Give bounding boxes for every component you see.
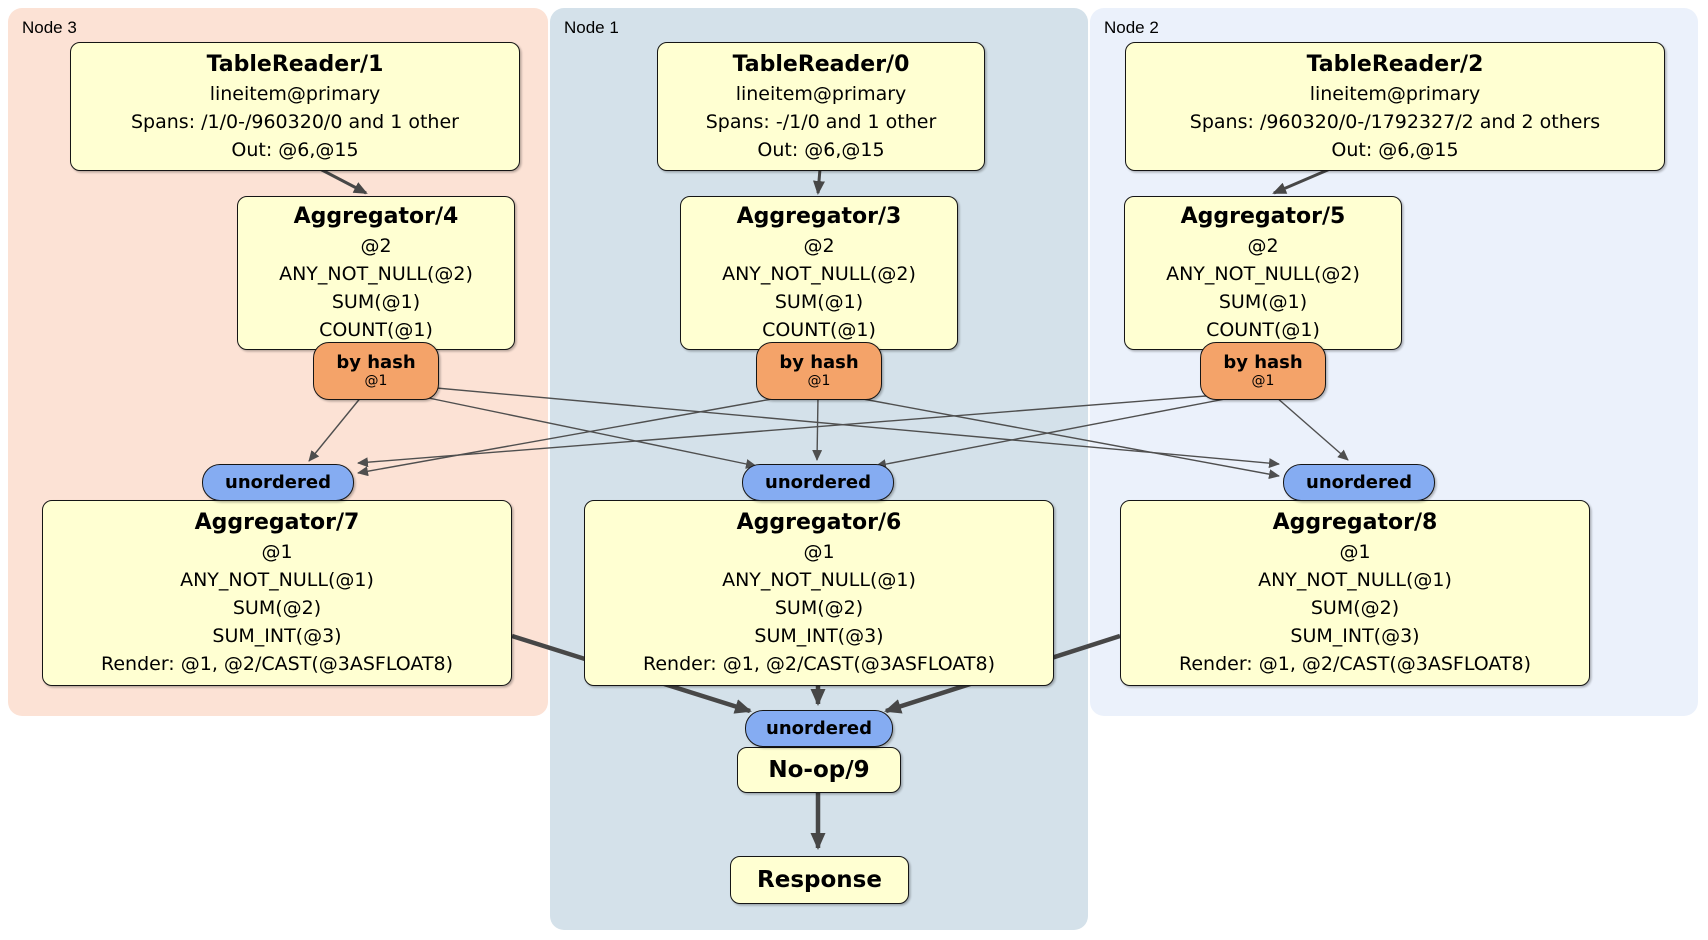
box-line: SUM(@2) <box>232 597 322 619</box>
box-line: Render: @1, @2/CAST(@3ASFLOAT8) <box>101 653 453 675</box>
box-title: TableReader/2 <box>1306 51 1484 77</box>
box-line: @1 <box>1339 541 1371 563</box>
stream-label: unordered <box>225 472 331 493</box>
router-label: by hash <box>779 352 859 373</box>
hash-router: by hash @1 <box>1200 342 1326 400</box>
region-label: Node 2 <box>1104 18 1159 37</box>
box-title: Aggregator/6 <box>736 510 902 535</box>
box-title: TableReader/0 <box>732 51 910 77</box>
region-label: Node 1 <box>564 18 619 37</box>
box-line: lineitem@primary <box>735 82 907 105</box>
box-line: ANY_NOT_NULL(@2) <box>279 263 473 285</box>
box-line: Spans: /960320/0-/1792327/2 and 2 others <box>1189 110 1601 133</box>
aggregator-box: Aggregator/3 @2 ANY_NOT_NULL(@2) SUM(@1)… <box>680 196 958 350</box>
box-line: SUM(@1) <box>774 291 864 313</box>
noop-box: No-op/9 <box>737 747 901 793</box>
box-line: SUM_INT(@3) <box>754 625 884 647</box>
box-title: Aggregator/8 <box>1272 510 1438 535</box>
box-line: COUNT(@1) <box>762 319 876 341</box>
box-line: ANY_NOT_NULL(@1) <box>180 569 374 591</box>
box-title: Aggregator/5 <box>1180 204 1346 229</box>
box-line: @1 <box>803 541 835 563</box>
box-line: Out: @6,@15 <box>757 138 885 161</box>
box-line: ANY_NOT_NULL(@2) <box>722 263 916 285</box>
box-line: ANY_NOT_NULL(@2) <box>1166 263 1360 285</box>
box-line: ANY_NOT_NULL(@1) <box>722 569 916 591</box>
box-line: Out: @6,@15 <box>1331 138 1459 161</box>
stream-label: unordered <box>1306 472 1412 493</box>
box-line: COUNT(@1) <box>1206 319 1320 341</box>
box-title: Aggregator/4 <box>293 204 459 229</box>
box-line: Spans: -/1/0 and 1 other <box>705 110 937 133</box>
box-line: Out: @6,@15 <box>231 138 359 161</box>
aggregator-box: Aggregator/8 @1 ANY_NOT_NULL(@1) SUM(@2)… <box>1120 500 1590 686</box>
unordered-stream: unordered <box>202 464 354 501</box>
tablereader-box: TableReader/1 lineitem@primary Spans: /1… <box>70 42 520 171</box>
unordered-stream: unordered <box>742 464 894 501</box>
box-line: SUM(@1) <box>1218 291 1308 313</box>
box-line: @2 <box>360 235 392 257</box>
box-title: Aggregator/7 <box>194 510 360 535</box>
box-title: TableReader/1 <box>206 51 384 77</box>
router-key: @1 <box>364 373 388 389</box>
router-key: @1 <box>1251 373 1275 389</box>
tablereader-box: TableReader/2 lineitem@primary Spans: /9… <box>1125 42 1665 171</box>
box-line: Render: @1, @2/CAST(@3ASFLOAT8) <box>643 653 995 675</box>
unordered-stream: unordered <box>1283 464 1435 501</box>
box-title: Response <box>757 867 882 893</box>
box-line: @2 <box>1247 235 1279 257</box>
box-line: lineitem@primary <box>1309 82 1481 105</box>
box-line: ANY_NOT_NULL(@1) <box>1258 569 1452 591</box>
hash-router: by hash @1 <box>756 342 882 400</box>
box-line: SUM_INT(@3) <box>1290 625 1420 647</box>
hash-router: by hash @1 <box>313 342 439 400</box>
aggregator-box: Aggregator/7 @1 ANY_NOT_NULL(@1) SUM(@2)… <box>42 500 512 686</box>
aggregator-box: Aggregator/5 @2 ANY_NOT_NULL(@2) SUM(@1)… <box>1124 196 1402 350</box>
box-line: @1 <box>261 541 293 563</box>
stream-label: unordered <box>765 472 871 493</box>
box-line: COUNT(@1) <box>319 319 433 341</box>
stream-label: unordered <box>766 718 872 739</box>
aggregator-box: Aggregator/4 @2 ANY_NOT_NULL(@2) SUM(@1)… <box>237 196 515 350</box>
router-label: by hash <box>1223 352 1303 373</box>
router-key: @1 <box>807 373 831 389</box>
box-line: lineitem@primary <box>209 82 381 105</box>
router-label: by hash <box>336 352 416 373</box>
unordered-stream-final: unordered <box>745 710 893 747</box>
box-title: Aggregator/3 <box>736 204 902 229</box>
box-line: Spans: /1/0-/960320/0 and 1 other <box>131 110 459 133</box>
tablereader-box: TableReader/0 lineitem@primary Spans: -/… <box>657 42 985 171</box>
box-title: No-op/9 <box>768 757 870 783</box>
box-line: SUM(@2) <box>774 597 864 619</box>
box-line: @2 <box>803 235 835 257</box>
region-label: Node 3 <box>22 18 77 37</box>
box-line: SUM_INT(@3) <box>212 625 342 647</box>
box-line: SUM(@2) <box>1310 597 1400 619</box>
box-line: Render: @1, @2/CAST(@3ASFLOAT8) <box>1179 653 1531 675</box>
response-box: Response <box>730 856 909 904</box>
aggregator-box: Aggregator/6 @1 ANY_NOT_NULL(@1) SUM(@2)… <box>584 500 1054 686</box>
box-line: SUM(@1) <box>331 291 421 313</box>
